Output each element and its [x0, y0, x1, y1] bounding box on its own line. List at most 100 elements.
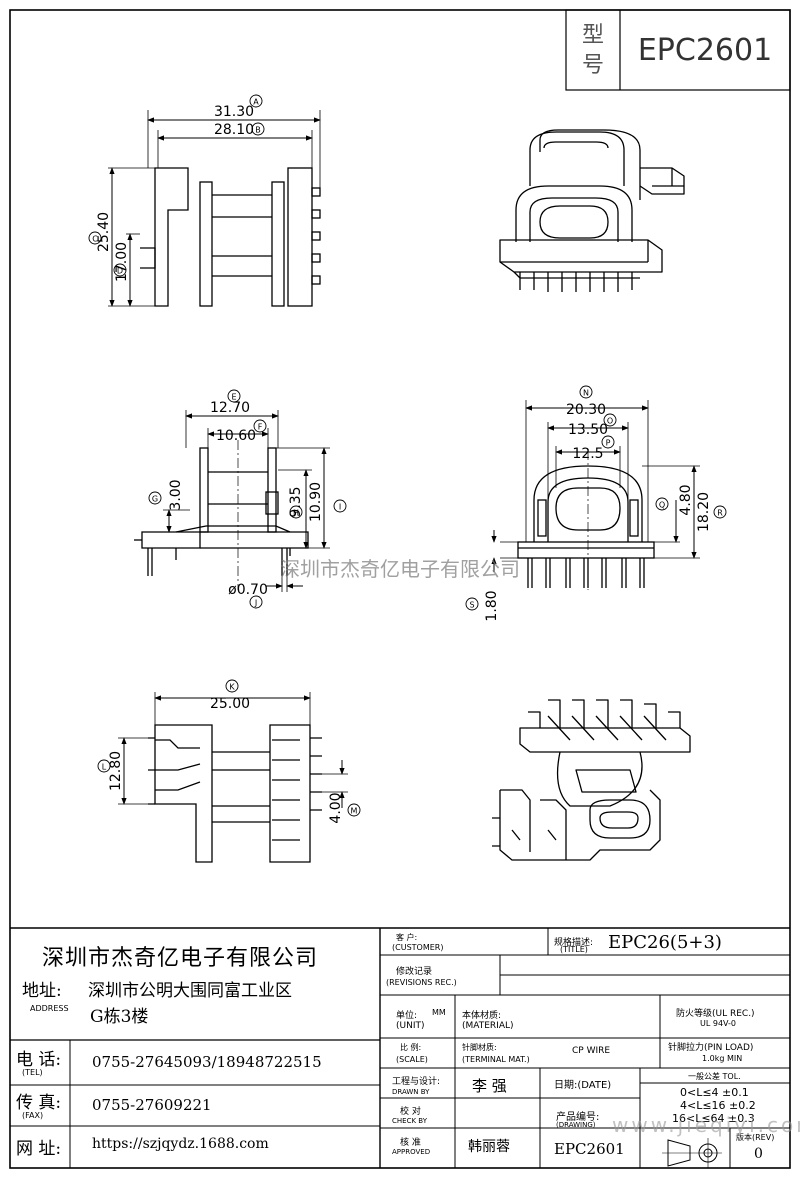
tel-value: 0755-27645093/18948722515: [92, 1053, 322, 1071]
tel-label: 电 话:: [16, 1050, 62, 1070]
marker-d: D: [117, 267, 123, 276]
address-line-1: 深圳市公明大围同富工业区: [88, 981, 292, 1001]
watermark-url: www.jieqiyi.com: [612, 1113, 800, 1137]
product-en-label: (DRAWING): [556, 1121, 596, 1129]
revision-record-en-label: (REVISIONS REC.): [386, 978, 457, 987]
dim-g: 3.00: [168, 479, 184, 510]
marker-c: C: [92, 235, 98, 244]
fax-value: 0755-27609221: [92, 1096, 212, 1114]
dim-n: 20.30: [566, 402, 606, 418]
title-value: EPC26(5+3): [608, 932, 722, 953]
dim-k: 25.00: [210, 696, 250, 712]
model-label-2: 号: [582, 53, 604, 78]
marker-e: E: [231, 393, 236, 402]
terminal-label: 针脚材质:: [462, 1043, 497, 1052]
ul-label: 防火等级(UL REC.): [676, 1009, 755, 1019]
dim-o: 13.50: [568, 422, 608, 438]
scale-en-label: (SCALE): [396, 1055, 428, 1064]
title-en-label: (TITLE): [560, 945, 588, 954]
address-label: 地址:: [22, 981, 62, 1001]
bottom-view-labels: K 25.00 12.80 L 4.00 M: [97, 679, 361, 824]
dim-r: 18.20: [696, 492, 712, 532]
side-view-labels: E 12.70 10.60 F 3.00 G 9.35 H 10.90 I ø0…: [148, 389, 347, 609]
dim-m: 4.00: [328, 792, 344, 823]
dim-b: 28.10: [214, 122, 254, 138]
customer-label: 客 户:: [396, 933, 418, 942]
scale-label: 比 例:: [400, 1043, 422, 1052]
drawn-by-label: 工程与设计:: [392, 1077, 441, 1087]
dim-a: 31.30: [214, 104, 254, 120]
dim-q: 4.80: [678, 484, 694, 515]
title-block-grid: [10, 927, 790, 1168]
tolerance-row-2: 4<L≤16 ±0.2: [680, 1099, 756, 1112]
marker-i: I: [339, 503, 341, 512]
marker-r: R: [717, 509, 723, 518]
product-value: EPC2601: [554, 1140, 625, 1158]
approved-value: 韩丽蓉: [468, 1139, 510, 1155]
marker-b: B: [255, 126, 261, 135]
title-label: 规格描述:: [554, 938, 594, 948]
model-box: 型 号 EPC2601: [565, 9, 791, 91]
marker-a: A: [253, 98, 259, 107]
dim-l: 12.80: [108, 751, 124, 791]
isometric-view-top: [499, 129, 685, 292]
dim-e: 12.70: [210, 400, 250, 416]
address-en-label: ADDRESS: [30, 1004, 69, 1013]
terminal-value: CP WIRE: [572, 1046, 611, 1056]
marker-l: L: [102, 763, 107, 772]
dim-f: 10.60: [216, 428, 256, 444]
dim-i: 10.90: [308, 482, 324, 522]
fax-label: 传 真:: [16, 1093, 62, 1113]
approved-en-label: APPROVED: [392, 1148, 431, 1156]
dim-c: 25.40: [96, 212, 112, 252]
model-label-1: 型: [582, 23, 604, 48]
company-name: 深圳市杰奇亿电子有限公司: [42, 946, 319, 971]
marker-s: S: [469, 601, 474, 610]
marker-f: F: [258, 423, 263, 432]
dim-j: ø0.70: [228, 582, 268, 598]
dim-h: 9.35: [288, 486, 304, 517]
unit-label: 单位:: [396, 1011, 418, 1021]
side-view: [134, 410, 330, 592]
marker-k: K: [229, 683, 235, 692]
material-en-label: (MATERIAL): [462, 1021, 514, 1031]
unit-value: MM: [432, 1008, 446, 1017]
end-view: [491, 400, 700, 590]
isometric-view-bottom: [492, 699, 691, 861]
tolerance-title: 一般公差 TOL.: [688, 1072, 741, 1081]
web-link[interactable]: https://szjqydz.1688.com: [92, 1136, 269, 1152]
pin-load-value: 1.0kg MIN: [702, 1054, 743, 1063]
approved-label: 核 准: [400, 1138, 421, 1148]
check-by-en-label: CHECK BY: [392, 1117, 427, 1125]
marker-o: O: [607, 417, 613, 426]
check-by-label: 校 对: [400, 1107, 421, 1117]
tolerance-row-1: 0<L≤4 ±0.1: [680, 1086, 749, 1099]
drawn-by-en-label: DRAWN BY: [392, 1088, 430, 1096]
dim-p: 12.5: [572, 446, 603, 462]
sheet-border: [9, 9, 791, 1169]
watermark: 深圳市杰奇亿电子有限公司: [280, 557, 520, 581]
front-view: [108, 110, 321, 307]
marker-q: Q: [659, 501, 665, 510]
revision-value: 0: [754, 1146, 763, 1162]
tolerance-row-3: 16<L≤64 ±0.3: [672, 1112, 755, 1125]
unit-en-label: (UNIT): [396, 1021, 425, 1031]
projection-symbol-icon: [662, 1138, 722, 1168]
date-label: 日期:(DATE): [554, 1080, 612, 1091]
address-line-2: G栋3楼: [90, 1007, 149, 1027]
marker-j: J: [254, 599, 257, 608]
customer-en-label: (CUSTOMER): [392, 943, 444, 952]
front-view-labels: 31.30 A 28.10 B 25.40 C 17.00 D: [88, 94, 265, 282]
pin-load-label: 针脚拉力(PIN LOAD): [668, 1043, 754, 1053]
marker-n: N: [583, 389, 589, 398]
product-label: 产品编号:: [556, 1112, 600, 1123]
terminal-en-label: (TERMINAL MAT.): [462, 1055, 530, 1064]
marker-p: P: [606, 439, 611, 448]
marker-h: H: [293, 509, 299, 518]
dim-s: 1.80: [484, 590, 500, 621]
end-view-labels: N 20.30 O 13.50 P 12.5 4.80 Q 18.20 R 1.…: [465, 385, 727, 622]
revision-label: 版本(REV): [736, 1133, 775, 1142]
web-label: 网 址:: [16, 1139, 62, 1159]
material-label: 本体材质:: [462, 1011, 502, 1021]
